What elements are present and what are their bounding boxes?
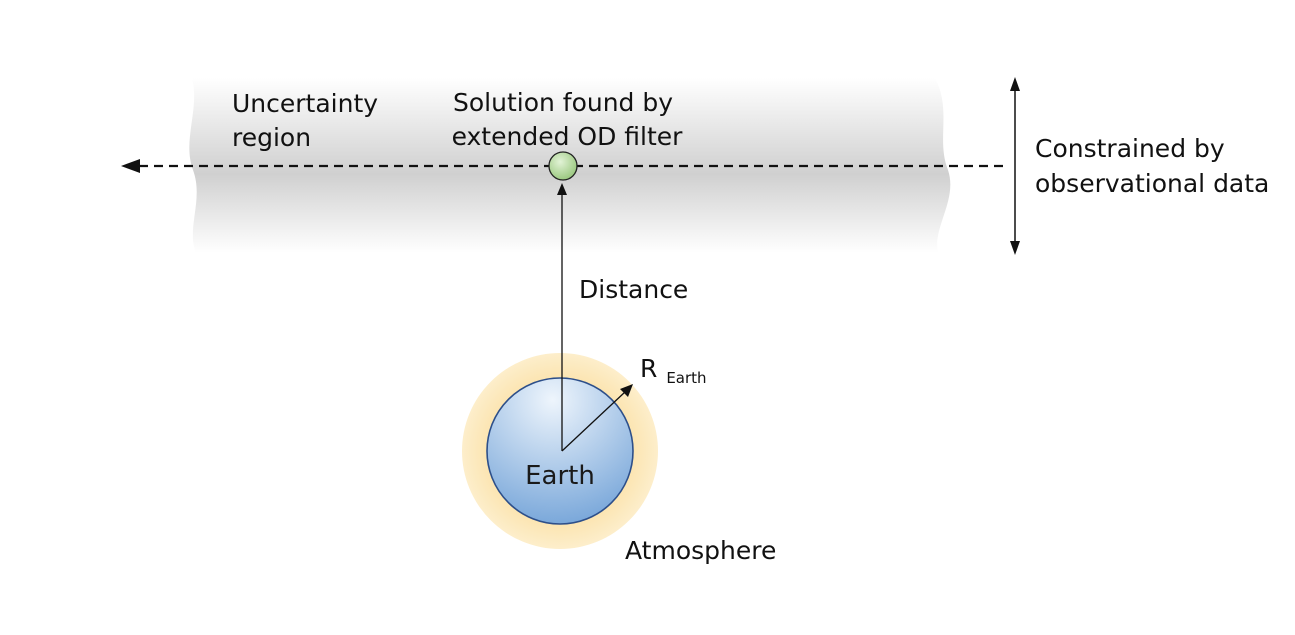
uncertainty-label-line-1: Uncertainty: [232, 89, 378, 118]
solution-label-line-1: Solution found by: [453, 88, 673, 117]
solution-label-line-2: extended OD filter: [452, 122, 684, 151]
uncertainty-region-label: Uncertainty region: [232, 89, 386, 152]
constrained-label-line-2: observational data: [1035, 169, 1269, 198]
solution-label: Solution found by extended OD filter: [452, 88, 684, 151]
atmosphere-label: Atmosphere: [625, 536, 776, 565]
constraint-arrow-bottom-head: [1010, 241, 1020, 255]
earth-label: Earth: [525, 461, 595, 491]
constrained-label: Constrained by observational data: [1035, 134, 1269, 198]
constraint-arrow-top-head: [1010, 77, 1020, 91]
earth-circle: [486, 377, 634, 525]
constrained-label-line-1: Constrained by: [1035, 134, 1225, 163]
distance-arrow-head: [557, 183, 567, 195]
trajectory-arrow-head: [121, 159, 140, 173]
earth-radius-label: R Earth: [640, 354, 707, 387]
solution-point: [548, 151, 578, 181]
earth-radius-label-subscript: Earth: [666, 369, 706, 387]
distance-label: Distance: [579, 275, 688, 304]
uncertainty-label-line-2: region: [232, 123, 311, 152]
earth-radius-arrow-head: [620, 384, 633, 397]
earth-radius-label-main: R: [640, 354, 657, 383]
earth-radius-line: [561, 391, 626, 452]
